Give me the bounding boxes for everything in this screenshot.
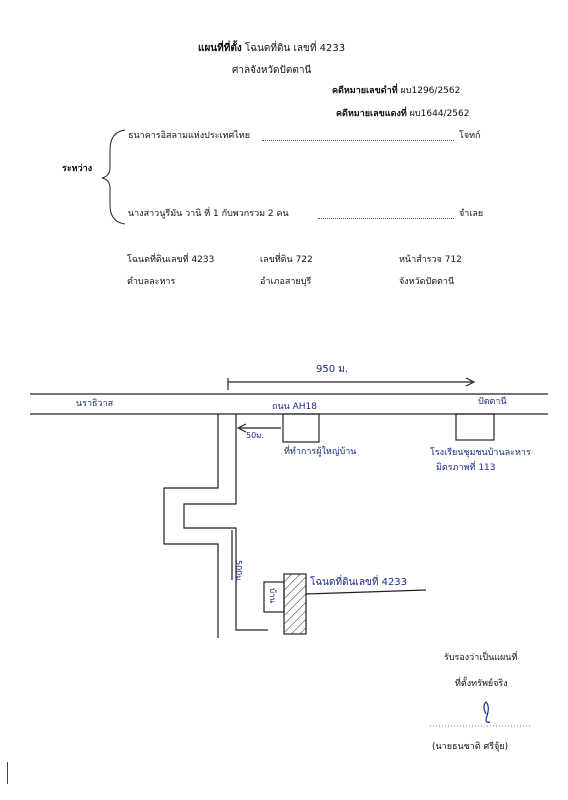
target-label: โฉนดที่ดินเลขที่ 4233 <box>310 574 407 588</box>
side-road-left-edge <box>163 414 219 638</box>
vertical-distance-label: 500ม. <box>234 560 243 583</box>
side-road-right-edge <box>183 414 268 631</box>
defendant-dotted-line <box>318 218 454 219</box>
black-case-label: คดีหมายเลขดำที่ <box>332 86 398 96</box>
landmark-2-line1: โรงเรียนชุมชนบ้านละหาร <box>430 447 531 458</box>
road-name-label: ถนน AH18 <box>272 402 317 412</box>
district: อำเภอสายบุรี <box>260 277 312 287</box>
black-case-value: ผบ1296/2562 <box>400 86 461 96</box>
deed-label: โฉนดที่ดินเลขที่ <box>127 255 189 265</box>
plaintiff-role: โจทก์ <box>459 131 481 141</box>
small-distance-label: 50ม. <box>246 431 264 440</box>
signatory-name: (นายธนชาติ ศรีจุ้ย) <box>432 742 509 752</box>
distance-arrowhead <box>465 377 476 387</box>
survey-value: 712 <box>444 255 462 265</box>
survey-field: หน้าสำรวจ 712 <box>399 256 462 265</box>
red-case-label: คดีหมายเลขแดงที่ <box>336 109 407 119</box>
landmark-2-line2: มิตรภาพที่ 113 <box>436 460 496 473</box>
headman-office-box <box>282 413 320 443</box>
deed-value: 4233 <box>191 255 215 265</box>
red-case-line: คดีหมายเลขแดงที่ ผบ1644/2562 <box>336 110 469 119</box>
parcel-label: เลขที่ดิน <box>260 255 293 265</box>
court-name: ศาลจังหวัดปัตตานี <box>232 65 312 76</box>
plaintiff-dotted-line <box>262 140 454 141</box>
defendant-role: จำเลย <box>459 209 484 219</box>
between-label: ระหว่าง <box>62 164 93 174</box>
certify-line-2: ที่ตั้งทรัพย์จริง <box>455 679 508 689</box>
margin-mark <box>7 762 8 784</box>
defendant-name: นางสาวนูรีมัน วานิ ที่ 1 กับพวกรวม 2 คน <box>128 209 289 219</box>
landmark-1-label: ที่ทำการผู้ใหญ่บ้าน <box>284 444 356 457</box>
parcel-field: เลขที่ดิน 722 <box>260 256 313 265</box>
target-pointer-line <box>305 589 427 595</box>
plaintiff-name: ธนาคารอิสลามแห่งประเทศไทย <box>128 131 250 141</box>
deed-field: โฉนดที่ดินเลขที่ 4233 <box>127 256 214 265</box>
land-parcel <box>283 573 307 635</box>
left-direction-label: นราธิวาส <box>76 398 114 409</box>
parcel-value: 722 <box>295 255 313 265</box>
black-case-line: คดีหมายเลขดำที่ ผบ1296/2562 <box>332 87 460 96</box>
school-box <box>455 413 495 441</box>
right-direction-label: ปัตตานี <box>478 396 507 407</box>
province: จังหวัดปัตตานี <box>399 277 455 287</box>
distance-top-label: 950 ม. <box>316 364 348 375</box>
small-arrowhead <box>236 423 247 433</box>
subdistrict: ตำบลละหาร <box>127 277 176 287</box>
title-rest: โฉนดที่ดิน เลขที่ 4233 <box>244 43 346 54</box>
certify-line-1: รับรองว่าเป็นแผนที่ <box>444 653 518 663</box>
house-label: บ้าน <box>268 588 277 604</box>
survey-label: หน้าสำรวจ <box>399 255 442 265</box>
red-case-value: ผบ1644/2562 <box>409 109 470 119</box>
title-bold: แผนที่ที่ตั้ง <box>198 43 242 54</box>
page-title: แผนที่ที่ตั้ง โฉนดที่ดิน เลขที่ 4233 <box>198 44 345 54</box>
